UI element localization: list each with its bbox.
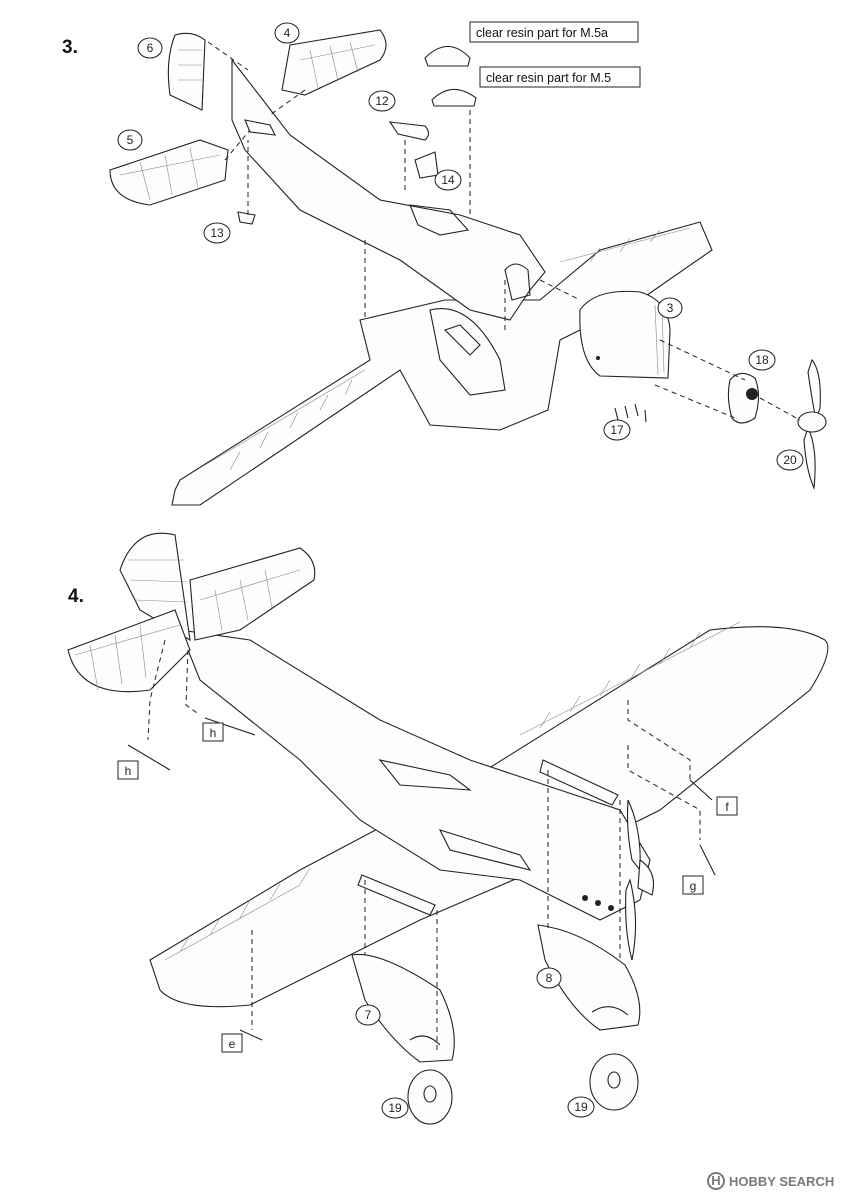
label-part-19-right: 19 [567,1096,595,1118]
label-part-5: 5 [117,129,143,151]
canopy-resin-m5 [431,88,477,107]
part-5-stabilizer-left [109,139,229,206]
letter-box-e: e [221,1033,243,1053]
callout-resin-m5: clear resin part for M.5 [479,66,641,88]
label-part-7-text: 7 [365,1008,372,1022]
step4-propeller [625,799,655,961]
label-part-5-text: 5 [127,133,134,147]
label-part-13: 13 [203,222,231,244]
step4-tail [67,532,316,693]
letter-box-e-text: e [229,1037,236,1051]
callout-resin-m5-text: clear resin part for M.5 [486,71,611,85]
part-12-tailwheel-cover [388,121,430,141]
label-part-4: 4 [274,22,300,44]
svg-text:H: H [711,1173,720,1188]
callout-resin-m5a: clear resin part for M.5a [469,21,639,43]
part-7-gear-leg [351,953,455,1063]
step4-guide-lines [147,639,701,1050]
step3-lower-wing [171,221,713,506]
label-part-6: 6 [137,37,163,59]
part-18-spinner [727,372,760,424]
letter-box-h-left: h [117,760,139,780]
part-13-tailwheel [237,211,256,225]
label-part-8: 8 [536,967,562,989]
letter-box-f-text: f [725,800,729,814]
step4-fuselage [179,629,651,921]
step-4-number: 4. [68,586,84,607]
wheel-19-right [589,1053,639,1111]
label-part-17-text: 17 [610,423,624,437]
hobby-search-logo-icon: H [707,1172,725,1190]
label-part-14: 14 [434,169,462,191]
label-part-8-text: 8 [546,971,553,985]
label-part-17: 17 [603,419,631,441]
label-part-20: 20 [776,449,804,471]
label-part-12: 12 [368,90,396,112]
hobby-search-watermark: H HOBBY SEARCH [707,1172,834,1190]
part-8-gear-leg [537,924,641,1031]
letter-box-h-tail: h [202,722,224,742]
letter-box-h-tail-text: h [210,726,217,740]
part-17-exhausts [614,403,647,423]
label-part-20-text: 20 [783,453,797,467]
label-part-13-text: 13 [210,226,224,240]
letter-box-g: g [682,875,704,895]
label-part-18: 18 [748,349,776,371]
letter-box-g-text: g [690,879,697,893]
label-part-6-text: 6 [147,41,154,55]
letter-box-f: f [716,796,738,816]
label-part-12-text: 12 [375,94,389,108]
label-part-3: 3 [657,297,683,319]
label-part-19-right-text: 19 [574,1100,588,1114]
letter-box-h-left-text: h [125,764,132,778]
part-4-stabilizer-right [281,29,387,96]
label-part-3-text: 3 [667,301,674,315]
label-part-7: 7 [355,1004,381,1026]
canopy-resin-m5a [424,45,471,67]
label-part-18-text: 18 [755,353,769,367]
label-part-19-left-text: 19 [388,1101,402,1115]
wheel-19-left [407,1069,453,1125]
callout-resin-m5a-text: clear resin part for M.5a [476,26,608,40]
part-14-windshield [414,151,439,179]
step4-gear-bays [357,759,619,916]
step3-fuselage [231,58,546,321]
step3-guide-lines [207,41,801,421]
label-part-4-text: 4 [284,26,291,40]
part-6-rudder [167,32,206,111]
step-3-number: 3. [62,37,78,58]
watermark-brand-text: HOBBY SEARCH [729,1174,834,1189]
label-part-19-left: 19 [381,1097,409,1119]
part-3-cowling [579,290,671,379]
part-20-propeller [797,358,827,491]
step4-small-parts [127,717,716,1041]
label-part-14-text: 14 [441,173,455,187]
